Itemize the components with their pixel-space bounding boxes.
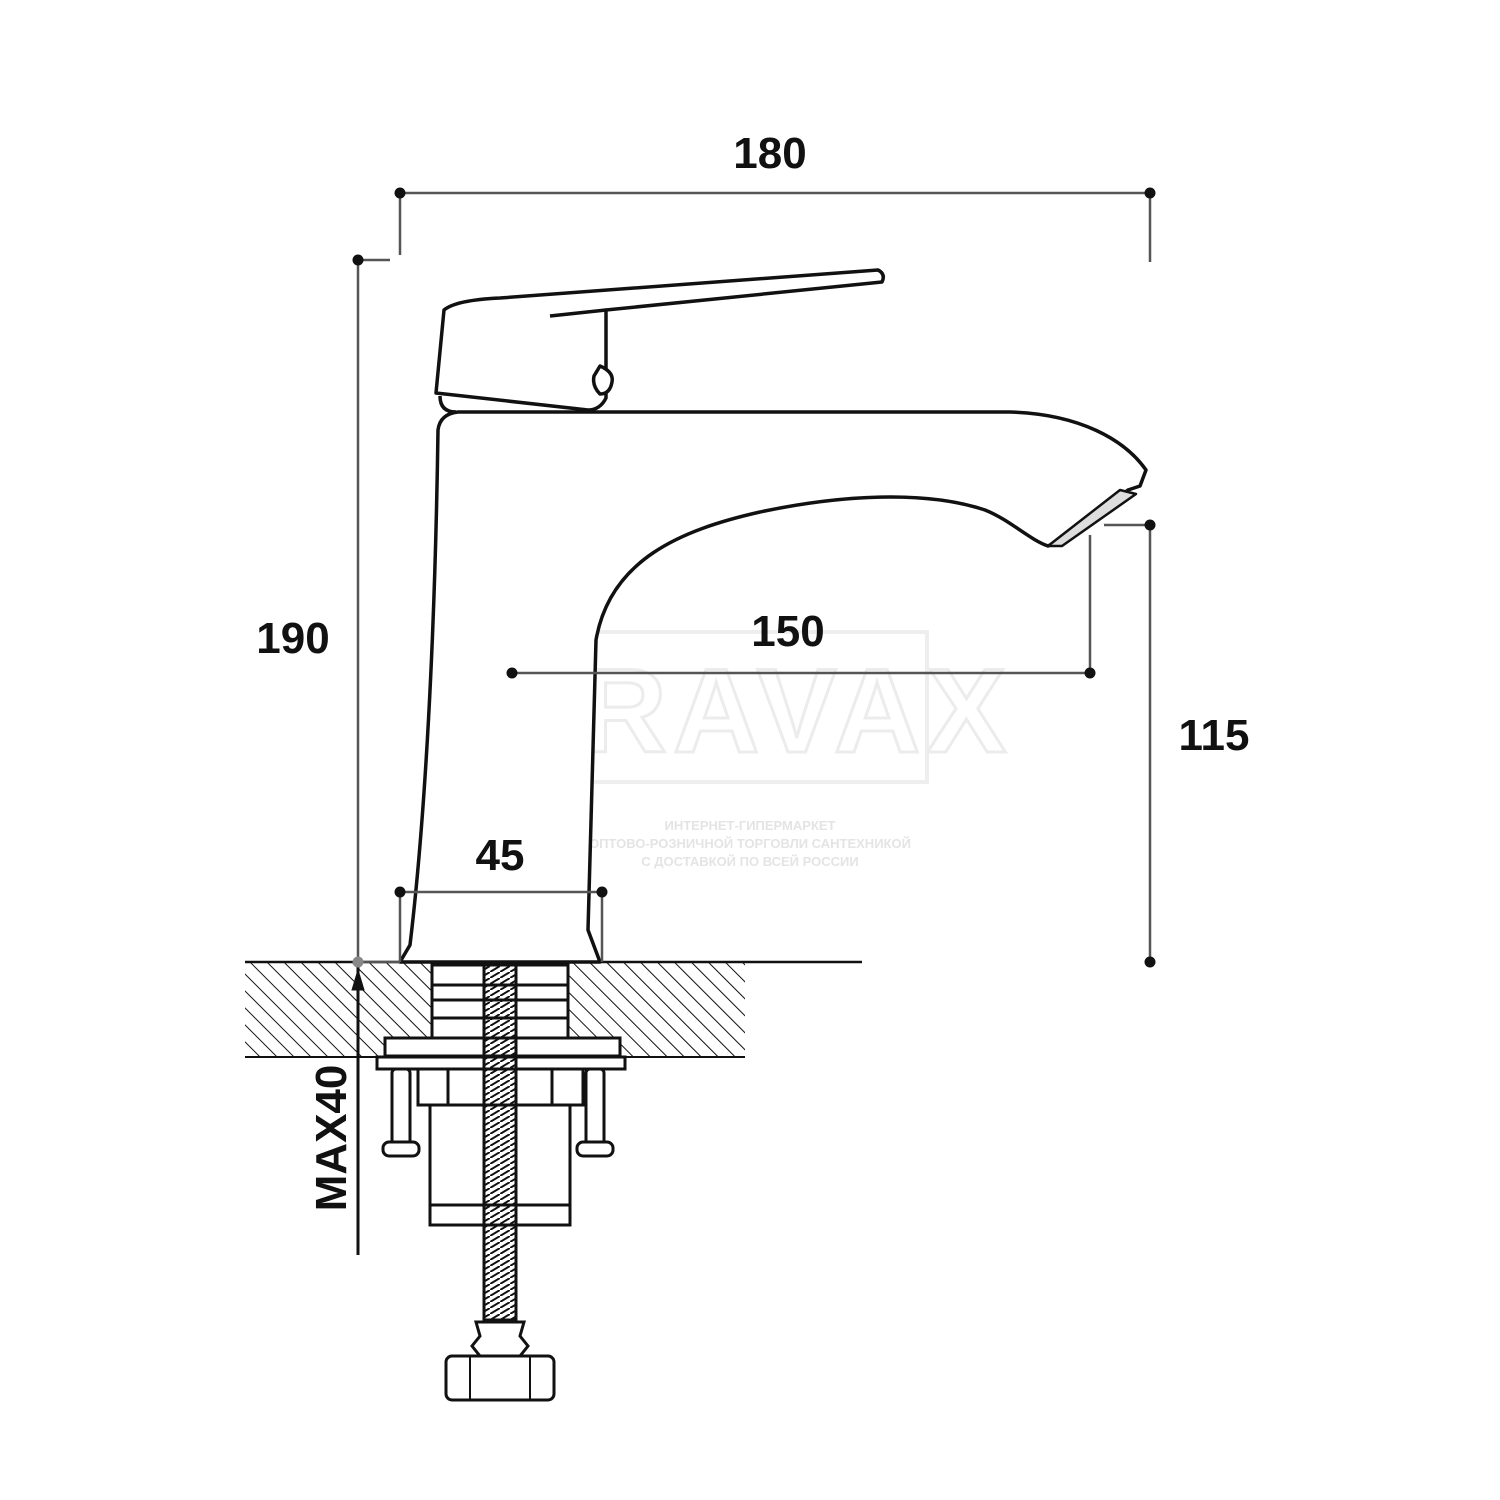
label-spout-reach: 150 — [751, 607, 824, 656]
faucet — [398, 268, 1148, 964]
handle-pivot — [591, 364, 614, 396]
dimension-lines — [351, 191, 1152, 1255]
handle-lever-line — [549, 308, 607, 318]
label-overall-width: 180 — [733, 129, 806, 178]
label-spout-height: 115 — [1179, 711, 1250, 760]
aerator — [1046, 488, 1138, 548]
stud-nut-left — [381, 1140, 421, 1158]
label-overall-height: 190 — [256, 614, 329, 663]
mounting-stud-right — [584, 1067, 606, 1153]
threaded-rod — [482, 960, 518, 1322]
faucet-handle — [434, 268, 886, 412]
mounting-stud-left — [390, 1067, 412, 1153]
watermark-line-2: ОПТОВО-РОЗНИЧНОЙ ТОРГОВЛИ САНТЕХНИКОЙ — [589, 836, 911, 851]
hose-collar — [470, 1320, 530, 1358]
supply-hose — [444, 960, 556, 1402]
hose-fitting-nut — [444, 1354, 556, 1402]
arrow-max40 — [351, 968, 365, 991]
label-max-countertop: MAX40 — [307, 1065, 356, 1212]
dimension-dots — [352, 187, 1156, 968]
stud-nut-right — [575, 1140, 615, 1158]
dimension-labels: 180 190 150 115 45 MAX40 — [256, 129, 1249, 1211]
label-base-diameter: 45 — [476, 831, 525, 880]
watermark-line-3: С ДОСТАВКОЙ ПО ВСЕЙ РОССИИ — [641, 854, 858, 869]
watermark-line-1: ИНТЕРНЕТ-ГИПЕРМАРКЕТ — [664, 818, 835, 833]
